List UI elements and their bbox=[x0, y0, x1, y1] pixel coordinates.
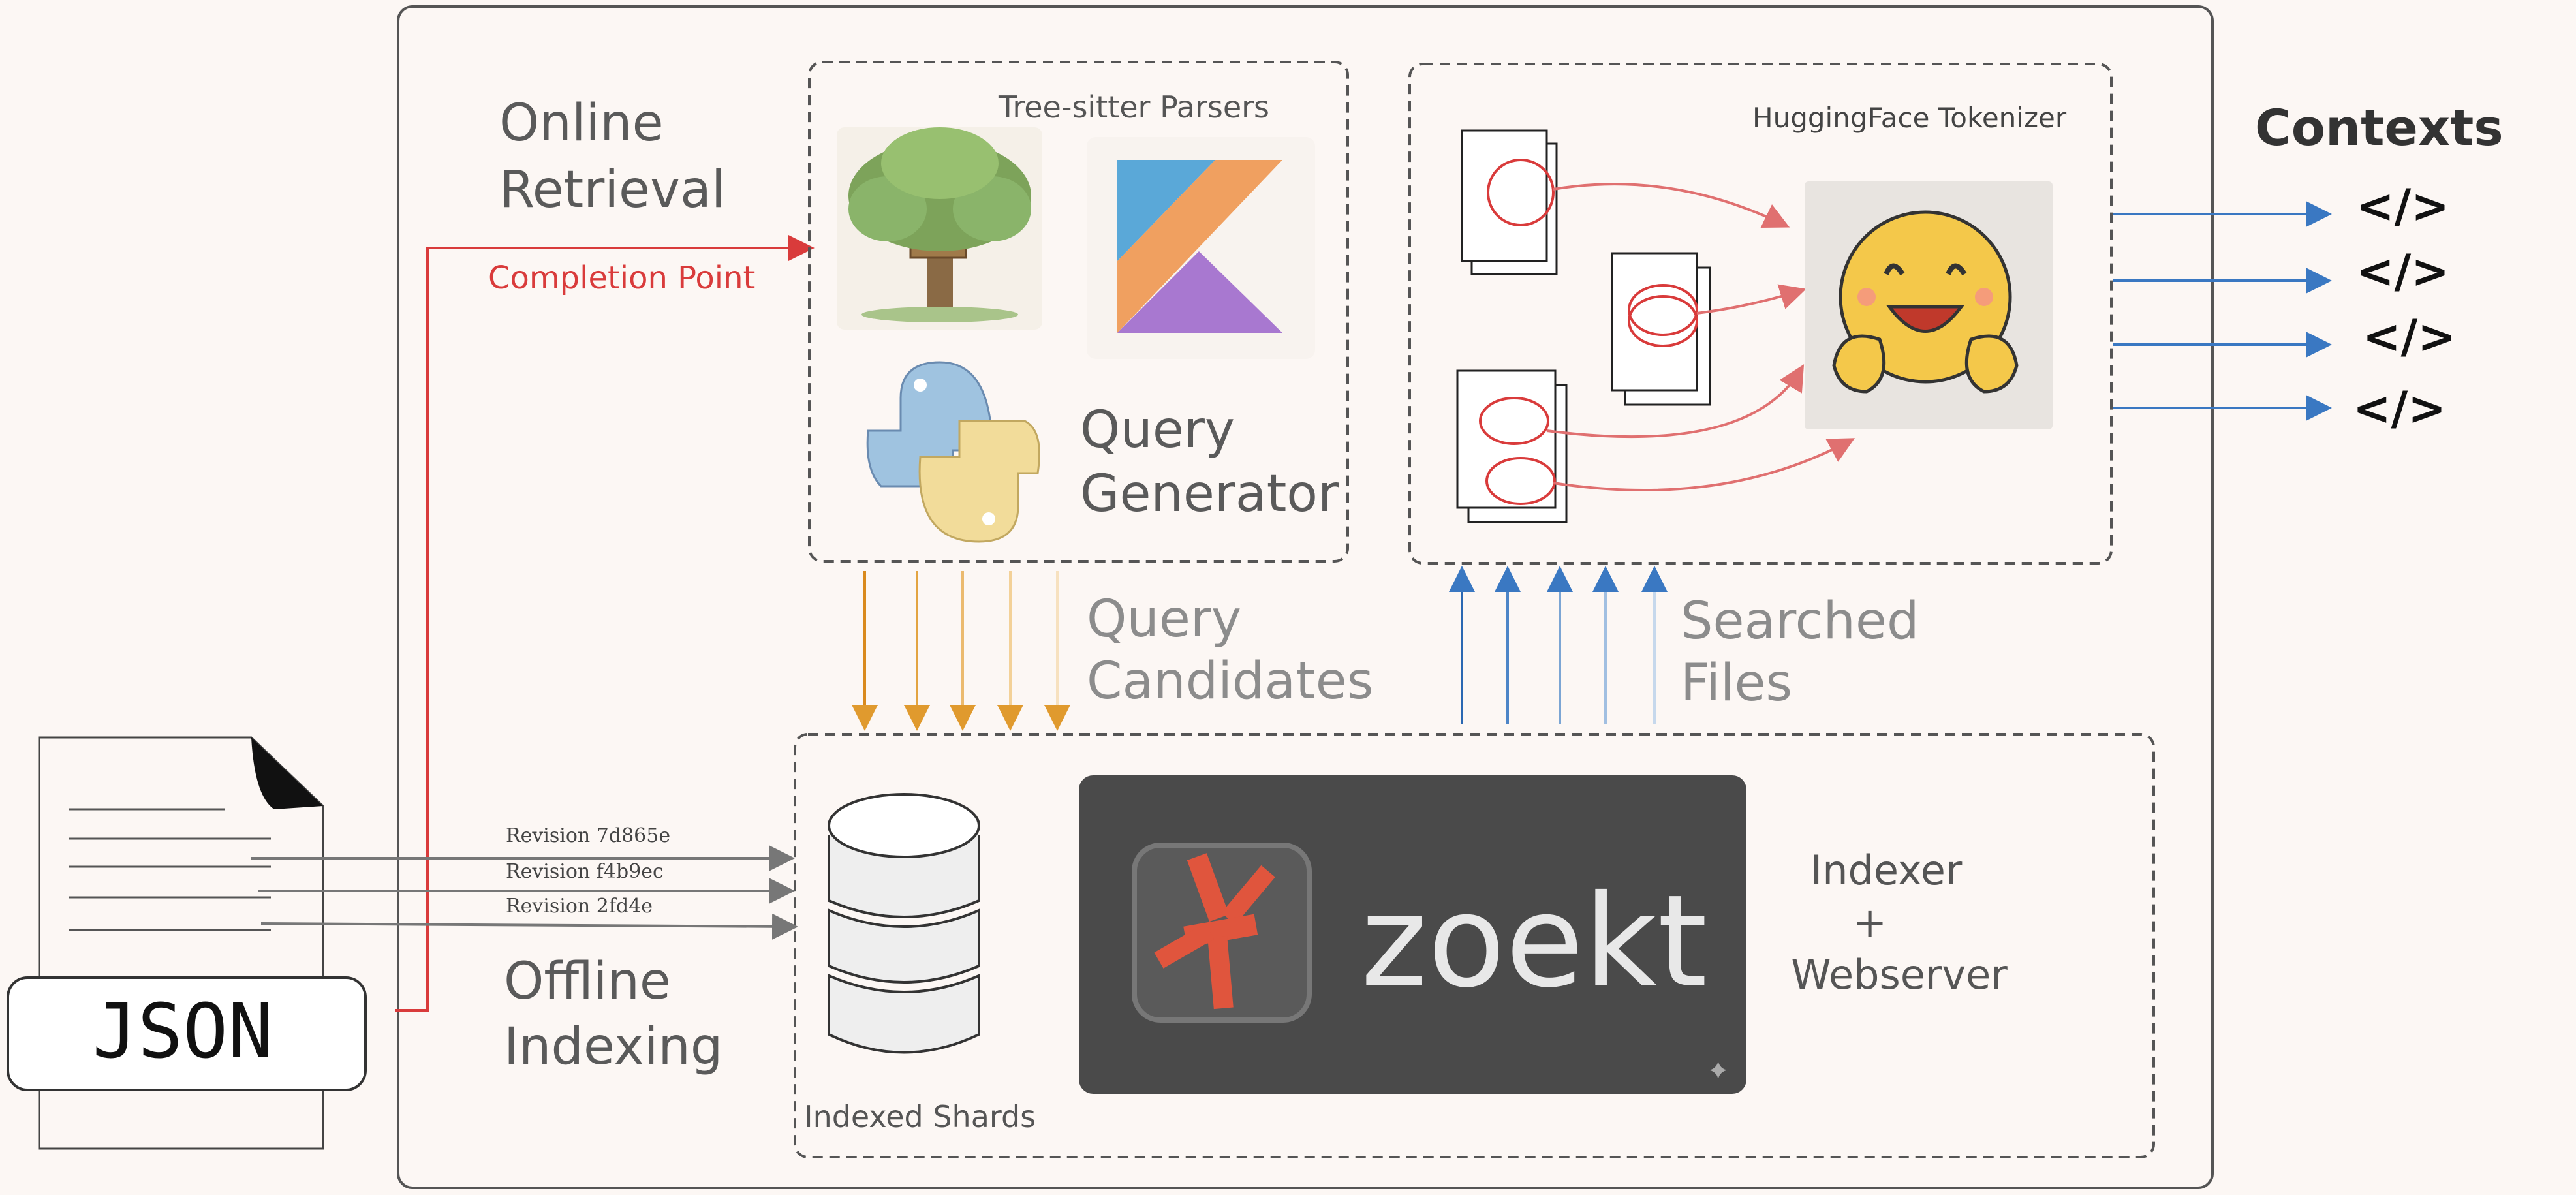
query-candidate-arrows bbox=[852, 571, 1070, 731]
code-tag-3: </> bbox=[2363, 310, 2456, 364]
hf-tokenizer-label: HuggingFace Tokenizer bbox=[1752, 102, 2067, 134]
revision-arrows bbox=[251, 845, 798, 940]
revision-2-label: Revision f4b9ec bbox=[506, 860, 664, 883]
kotlin-icon bbox=[1087, 137, 1315, 359]
file-stack-1 bbox=[1461, 129, 1558, 275]
indexer-webserver-label: Indexer + Webserver bbox=[1791, 846, 2008, 999]
json-document: JSON bbox=[7, 736, 367, 1150]
offline-indexing-label: Offline Indexing bbox=[504, 952, 722, 1076]
context-arrows bbox=[2113, 201, 2332, 421]
token-arrows bbox=[1546, 183, 1855, 492]
indexer-box bbox=[794, 733, 2155, 1158]
outer-frame bbox=[397, 5, 2214, 1189]
code-tag-2: </> bbox=[2356, 245, 2449, 298]
completion-point-label: Completion Point bbox=[488, 260, 755, 296]
query-generator-label: Query Generator bbox=[1080, 401, 1339, 523]
query-generator-box bbox=[808, 61, 1349, 563]
indexed-shards-label: Indexed Shards bbox=[804, 1099, 1036, 1134]
file-stack-3 bbox=[1456, 369, 1568, 523]
revision-3-label: Revision 2fd4e bbox=[506, 895, 653, 918]
completion-arrow bbox=[395, 235, 815, 1012]
tokenizer-box bbox=[1408, 63, 2113, 565]
sparkle-icon: ✦ bbox=[1707, 1055, 1730, 1087]
code-tag-4: </> bbox=[2353, 382, 2446, 435]
revision-1-label: Revision 7d865e bbox=[506, 824, 670, 847]
contexts-label: Contexts bbox=[2255, 99, 2504, 157]
file-stack-2 bbox=[1611, 252, 1711, 406]
tree-sitter-label: Tree-sitter Parsers bbox=[998, 89, 1269, 125]
searched-files-arrows bbox=[1449, 566, 1668, 724]
zoekt-logo: zoekt ✦ bbox=[1079, 775, 1746, 1094]
python-icon bbox=[866, 361, 1040, 543]
searched-files-label: Searched Files bbox=[1681, 592, 1935, 713]
huggingface-icon bbox=[1805, 181, 2053, 429]
zoekt-label: zoekt bbox=[1361, 867, 1707, 1016]
code-tags: </> </> </> </> bbox=[2353, 179, 2456, 435]
database-icon bbox=[828, 793, 980, 1054]
json-label: JSON bbox=[93, 988, 273, 1076]
tree-icon bbox=[837, 127, 1042, 330]
query-candidates-label: Query Candidates bbox=[1087, 590, 1373, 711]
code-tag-1: </> bbox=[2356, 179, 2449, 233]
online-retrieval-label: Online Retrieval bbox=[499, 94, 726, 219]
